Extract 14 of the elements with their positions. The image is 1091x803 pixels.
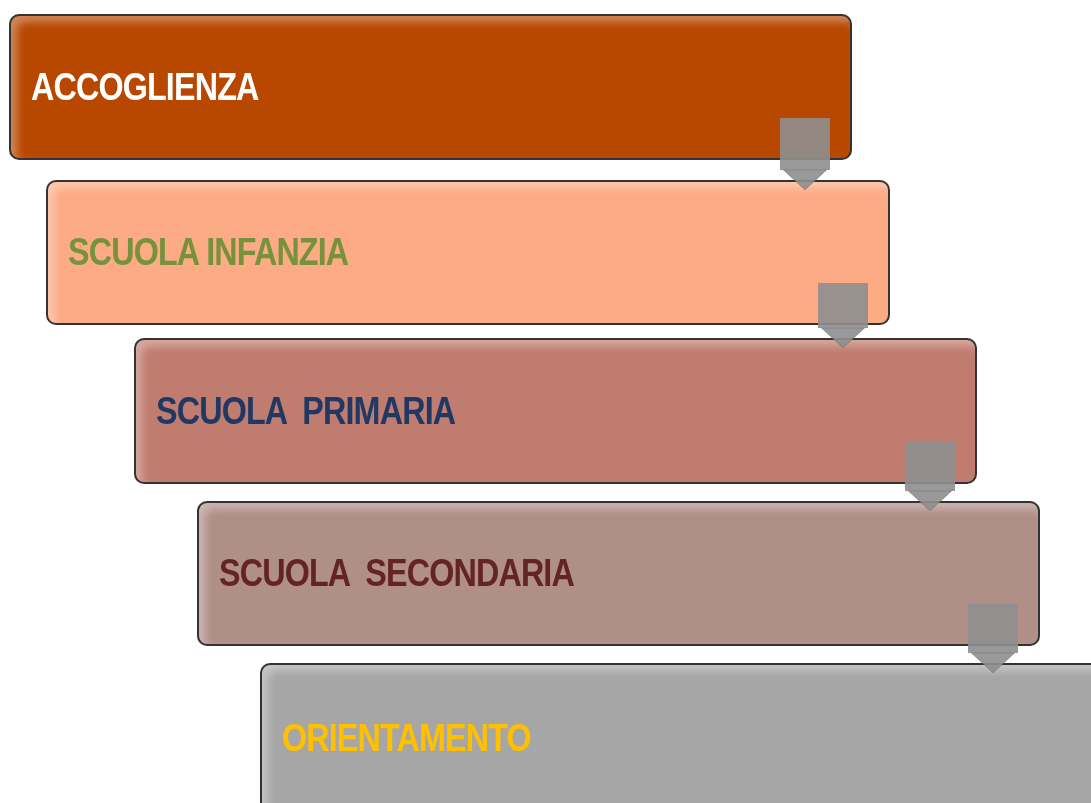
step-box — [46, 180, 890, 325]
step-box — [134, 338, 977, 484]
step-label: SCUOLA PRIMARIA — [156, 388, 456, 434]
step-label: SCUOLA INFANZIA — [68, 230, 349, 275]
step-label: ACCOGLIENZA — [31, 64, 259, 110]
down-arrow — [818, 283, 868, 349]
step-box — [9, 14, 852, 160]
down-arrow — [905, 442, 955, 512]
step-box — [260, 663, 1091, 803]
down-arrow — [780, 118, 830, 191]
step-box — [197, 501, 1040, 646]
step-label: ORIENTAMENTO — [282, 715, 531, 761]
step-label: SCUOLA SECONDARIA — [219, 551, 574, 596]
down-arrow — [968, 604, 1018, 674]
